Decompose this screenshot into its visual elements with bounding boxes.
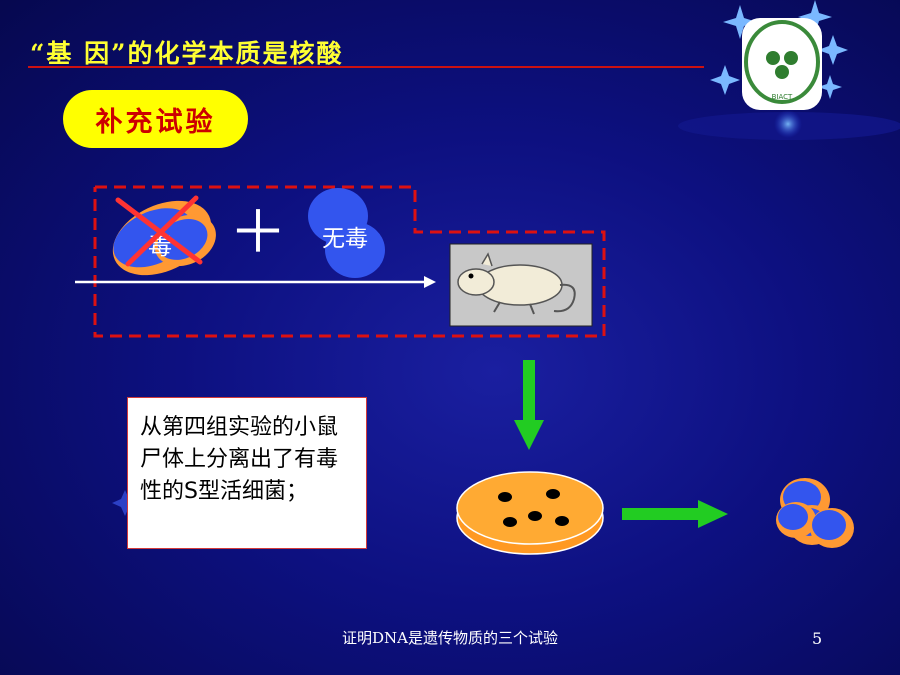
cross-icon (115, 195, 203, 267)
s-bacteria-cluster (776, 478, 854, 548)
plus-sign: ＋ (229, 198, 287, 266)
down-arrow (514, 360, 544, 450)
petri-dish (456, 471, 604, 555)
mouse-image (449, 243, 593, 327)
logo-text: BIACT (772, 93, 793, 101)
school-logo: BIACT (678, 0, 900, 140)
dashed-box (93, 185, 606, 338)
right-arrow (622, 500, 728, 528)
result-text-box: 从第四组实验的小鼠尸体上分离出了有毒性的S型活细菌； (127, 397, 367, 549)
result-text: 从第四组实验的小鼠尸体上分离出了有毒性的S型活细菌； (140, 415, 339, 504)
title-divider (28, 66, 704, 68)
sparkle-icon (112, 490, 138, 516)
page-number: 5 (812, 629, 823, 648)
harmless-label: 无毒 (322, 226, 368, 252)
harmless-bacteria (308, 188, 385, 278)
subtitle-badge: 补充试验 (63, 90, 248, 148)
injection-arrow (75, 276, 436, 288)
sparkle-icon (710, 0, 848, 99)
slide-title: “基 因”的化学本质是核酸 (30, 39, 344, 68)
footer-caption: 证明DNA是遗传物质的三个试验 (342, 629, 558, 647)
